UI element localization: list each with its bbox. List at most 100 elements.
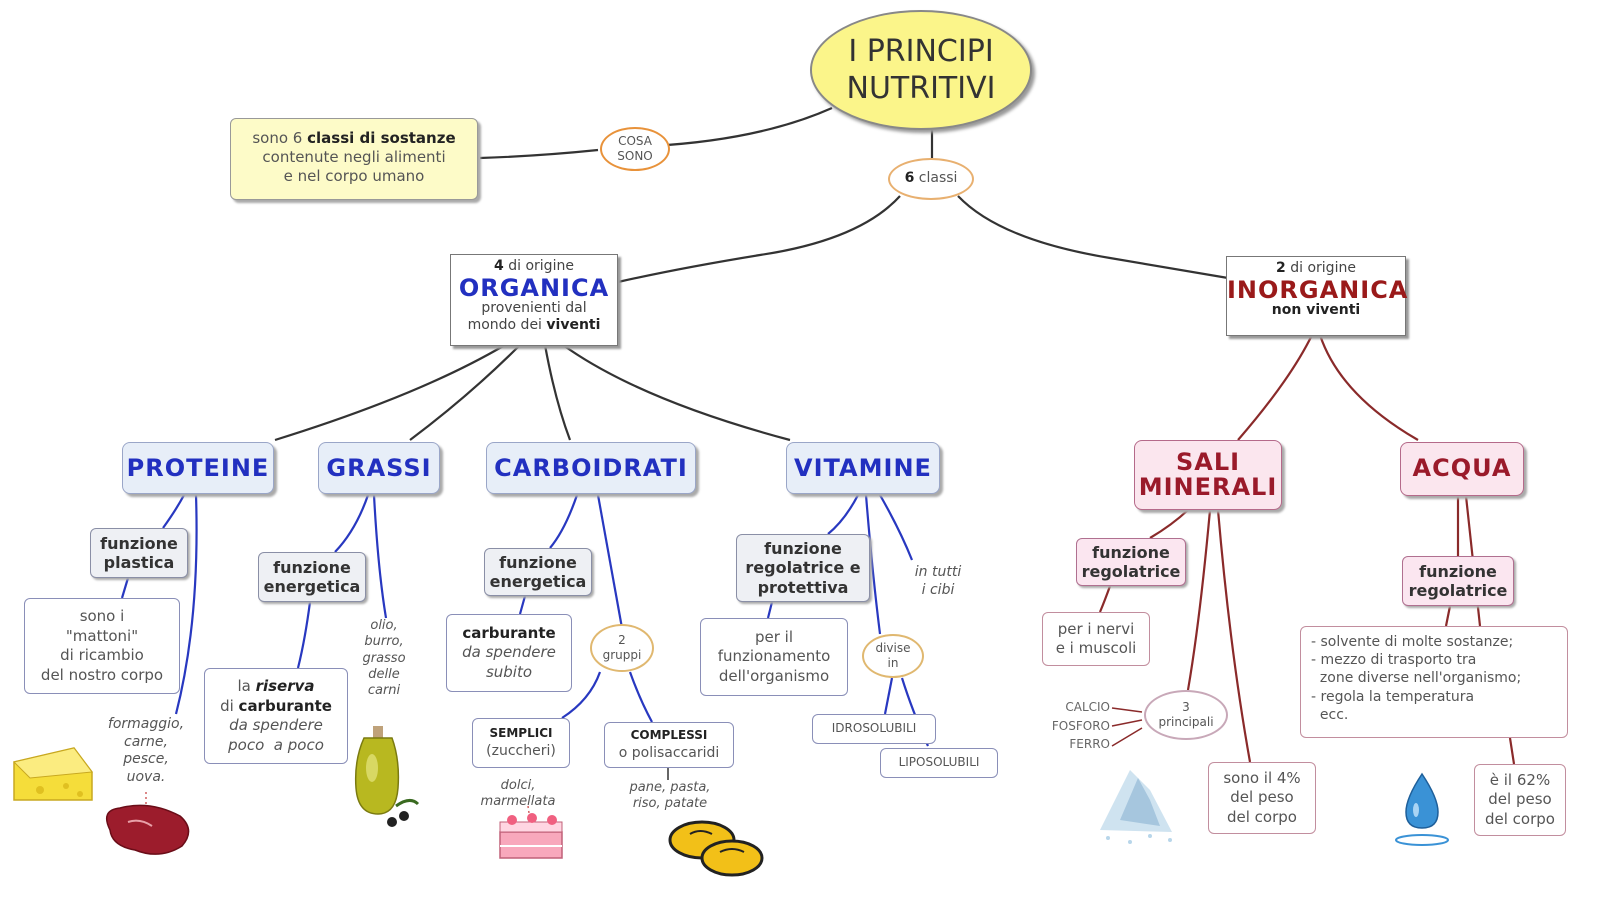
proteine-desc-line: sono i (79, 607, 125, 625)
idrosolubili-label: IDROSOLUBILI (831, 721, 917, 736)
carboidrati-title: CARBOIDRATI (494, 454, 688, 482)
definition-pre: sono 6 (252, 129, 308, 147)
line-organica-carboidrati (543, 344, 572, 441)
gruppi-line2: gruppi (602, 648, 642, 662)
vitamine-func-box: funzione regolatrice e protettiva (736, 534, 870, 602)
grassi-func-line1: funzione (273, 557, 351, 577)
cosa-sono-link: COSA SONO (600, 127, 670, 171)
grassi-desc-em: riserva (255, 677, 315, 695)
mineral-item: FOSFORO (1051, 718, 1110, 733)
vitamine-desc-line: dell'organismo (718, 666, 830, 685)
acqua-list-item: zone diverse nell'organismo; (1311, 670, 1522, 687)
sali-func-line: funzione (1092, 542, 1170, 562)
sali-peso-line: sono il 4% (1223, 768, 1301, 787)
carboidrati-func-line2: energetica (489, 572, 587, 591)
proteine-foods: formaggio, carne, pesce, uova. (96, 716, 196, 786)
line-cosasono-definition (479, 148, 599, 160)
line-proteine-func (162, 494, 185, 529)
grassi-desc-box: la riserva di carburante da spendere poc… (204, 668, 348, 764)
semplici-food-item: dolci, (500, 778, 536, 793)
sali-peso-box: sono il 4% del peso del corpo (1208, 762, 1316, 834)
cosa-sono-line1: COSA (618, 134, 652, 148)
divise-line1: divise (875, 641, 911, 655)
olive-oil-icon (354, 726, 420, 827)
cheese-icon (13, 747, 93, 801)
vitamine-food-item: in tutti (914, 564, 962, 580)
principali-line2: principali (1158, 715, 1214, 729)
inorganica-count: 2 (1276, 260, 1286, 276)
water-drop-icon (1395, 772, 1449, 846)
grassi-desc-line2-bold: carburante (238, 696, 332, 715)
grassi-foods: olio, burro, grasso delle carni (354, 618, 414, 699)
acqua-peso-line: del corpo (1485, 809, 1555, 828)
organica-count: 4 (494, 258, 504, 274)
proteine-desc-box: sono i "mattoni" di ricambio del nostro … (24, 598, 180, 694)
line-proteine-foods (174, 494, 198, 715)
line-classi-inorganica (957, 195, 1229, 280)
definition-bold: classi di sostanze (307, 129, 456, 147)
bread-icon (668, 820, 764, 877)
vitamine-func-line: funzione (764, 539, 842, 559)
inorganica-origin: di origine (1285, 260, 1356, 276)
minerals-list: CALCIO FOSFORO FERRO (1032, 698, 1110, 754)
line-root-cosasono (651, 106, 833, 148)
proteine-node: PROTEINE (122, 442, 274, 494)
definition-line2: contenute negli alimenti (262, 147, 446, 166)
proteine-func-line1: funzione (100, 533, 178, 553)
gruppi-link: 2 gruppi (590, 624, 654, 672)
sali-desc-box: per i nervi e i muscoli (1042, 612, 1150, 666)
acqua-peso-line: è il 62% (1489, 770, 1551, 789)
classi-text: classi (914, 170, 958, 187)
acqua-func-line: regolatrice (1408, 581, 1508, 600)
proteine-desc-line: "mattoni" (65, 626, 139, 645)
acqua-func-box: funzione regolatrice (1402, 556, 1514, 606)
organica-line1: provenienti dal (481, 299, 587, 316)
sali-title1: SALI (1175, 447, 1241, 476)
acqua-list-box: - solvente di molte sostanze; - mezzo di… (1300, 626, 1568, 738)
complessi-title: COMPLESSI (630, 728, 708, 743)
sali-desc-line: per i nervi (1057, 619, 1135, 638)
vitamine-desc-line: per il (754, 627, 794, 646)
inorganica-title: INORGANICA (1227, 275, 1409, 304)
vitamine-desc-box: per il funzionamento dell'organismo (700, 618, 848, 696)
acqua-title: ACQUA (1412, 454, 1512, 483)
vitamine-food-item: i cibi (921, 581, 955, 598)
sali-desc-line: e i muscoli (1055, 639, 1137, 657)
sali-peso-line: del corpo (1227, 807, 1297, 826)
vitamine-node: VITAMINE (786, 442, 940, 494)
sali-title2: MINERALI (1138, 473, 1278, 501)
proteine-title: PROTEINE (126, 454, 270, 482)
grassi-food-item: grasso (362, 650, 406, 666)
line-organica-proteine (274, 344, 506, 442)
proteine-food-item: carne, (124, 733, 168, 750)
semplici-box: SEMPLICI (zuccheri) (472, 718, 570, 768)
grassi-food-item: burro, (364, 634, 404, 650)
carboidrati-func-box: funzione energetica (484, 548, 592, 596)
vitamine-func-line: regolatrice e (745, 558, 861, 578)
proteine-food-item: pesce, (123, 751, 169, 767)
mineral-item: CALCIO (1065, 700, 1110, 714)
proteine-food-item: formaggio, (107, 716, 185, 732)
cake-icon (499, 813, 563, 859)
semplici-title: SEMPLICI (489, 726, 553, 741)
complessi-food-item: pane, pasta, (629, 780, 711, 795)
grassi-desc-line4: poco a poco (228, 735, 324, 754)
acqua-node: ACQUA (1400, 442, 1524, 496)
acqua-peso-box: è il 62% del peso del corpo (1474, 764, 1566, 836)
grassi-desc-line3: da spendere (229, 716, 323, 734)
classi-count: 6 (904, 170, 915, 187)
carboidrati-node: CARBOIDRATI (486, 442, 696, 494)
grassi-desc-pre: la (237, 677, 256, 695)
complessi-foods: pane, pasta, riso, patate (610, 780, 730, 813)
grassi-food-item: carni (367, 683, 401, 698)
acqua-list-item: - mezzo di trasporto tra (1311, 652, 1477, 669)
liposolubili-label: LIPOSOLUBILI (898, 755, 980, 770)
acqua-list-item: - solvente di molte sostanze; (1311, 634, 1514, 650)
root-node: I PRINCIPI NUTRITIVI (810, 10, 1032, 130)
definition-box: sono 6 classi di sostanze contenute negl… (230, 118, 478, 200)
vitamine-desc-line: funzionamento (717, 647, 831, 666)
carburante-line3: subito (485, 662, 533, 681)
grassi-func-box: funzione energetica (258, 552, 366, 602)
line-classi-organica (617, 195, 901, 284)
